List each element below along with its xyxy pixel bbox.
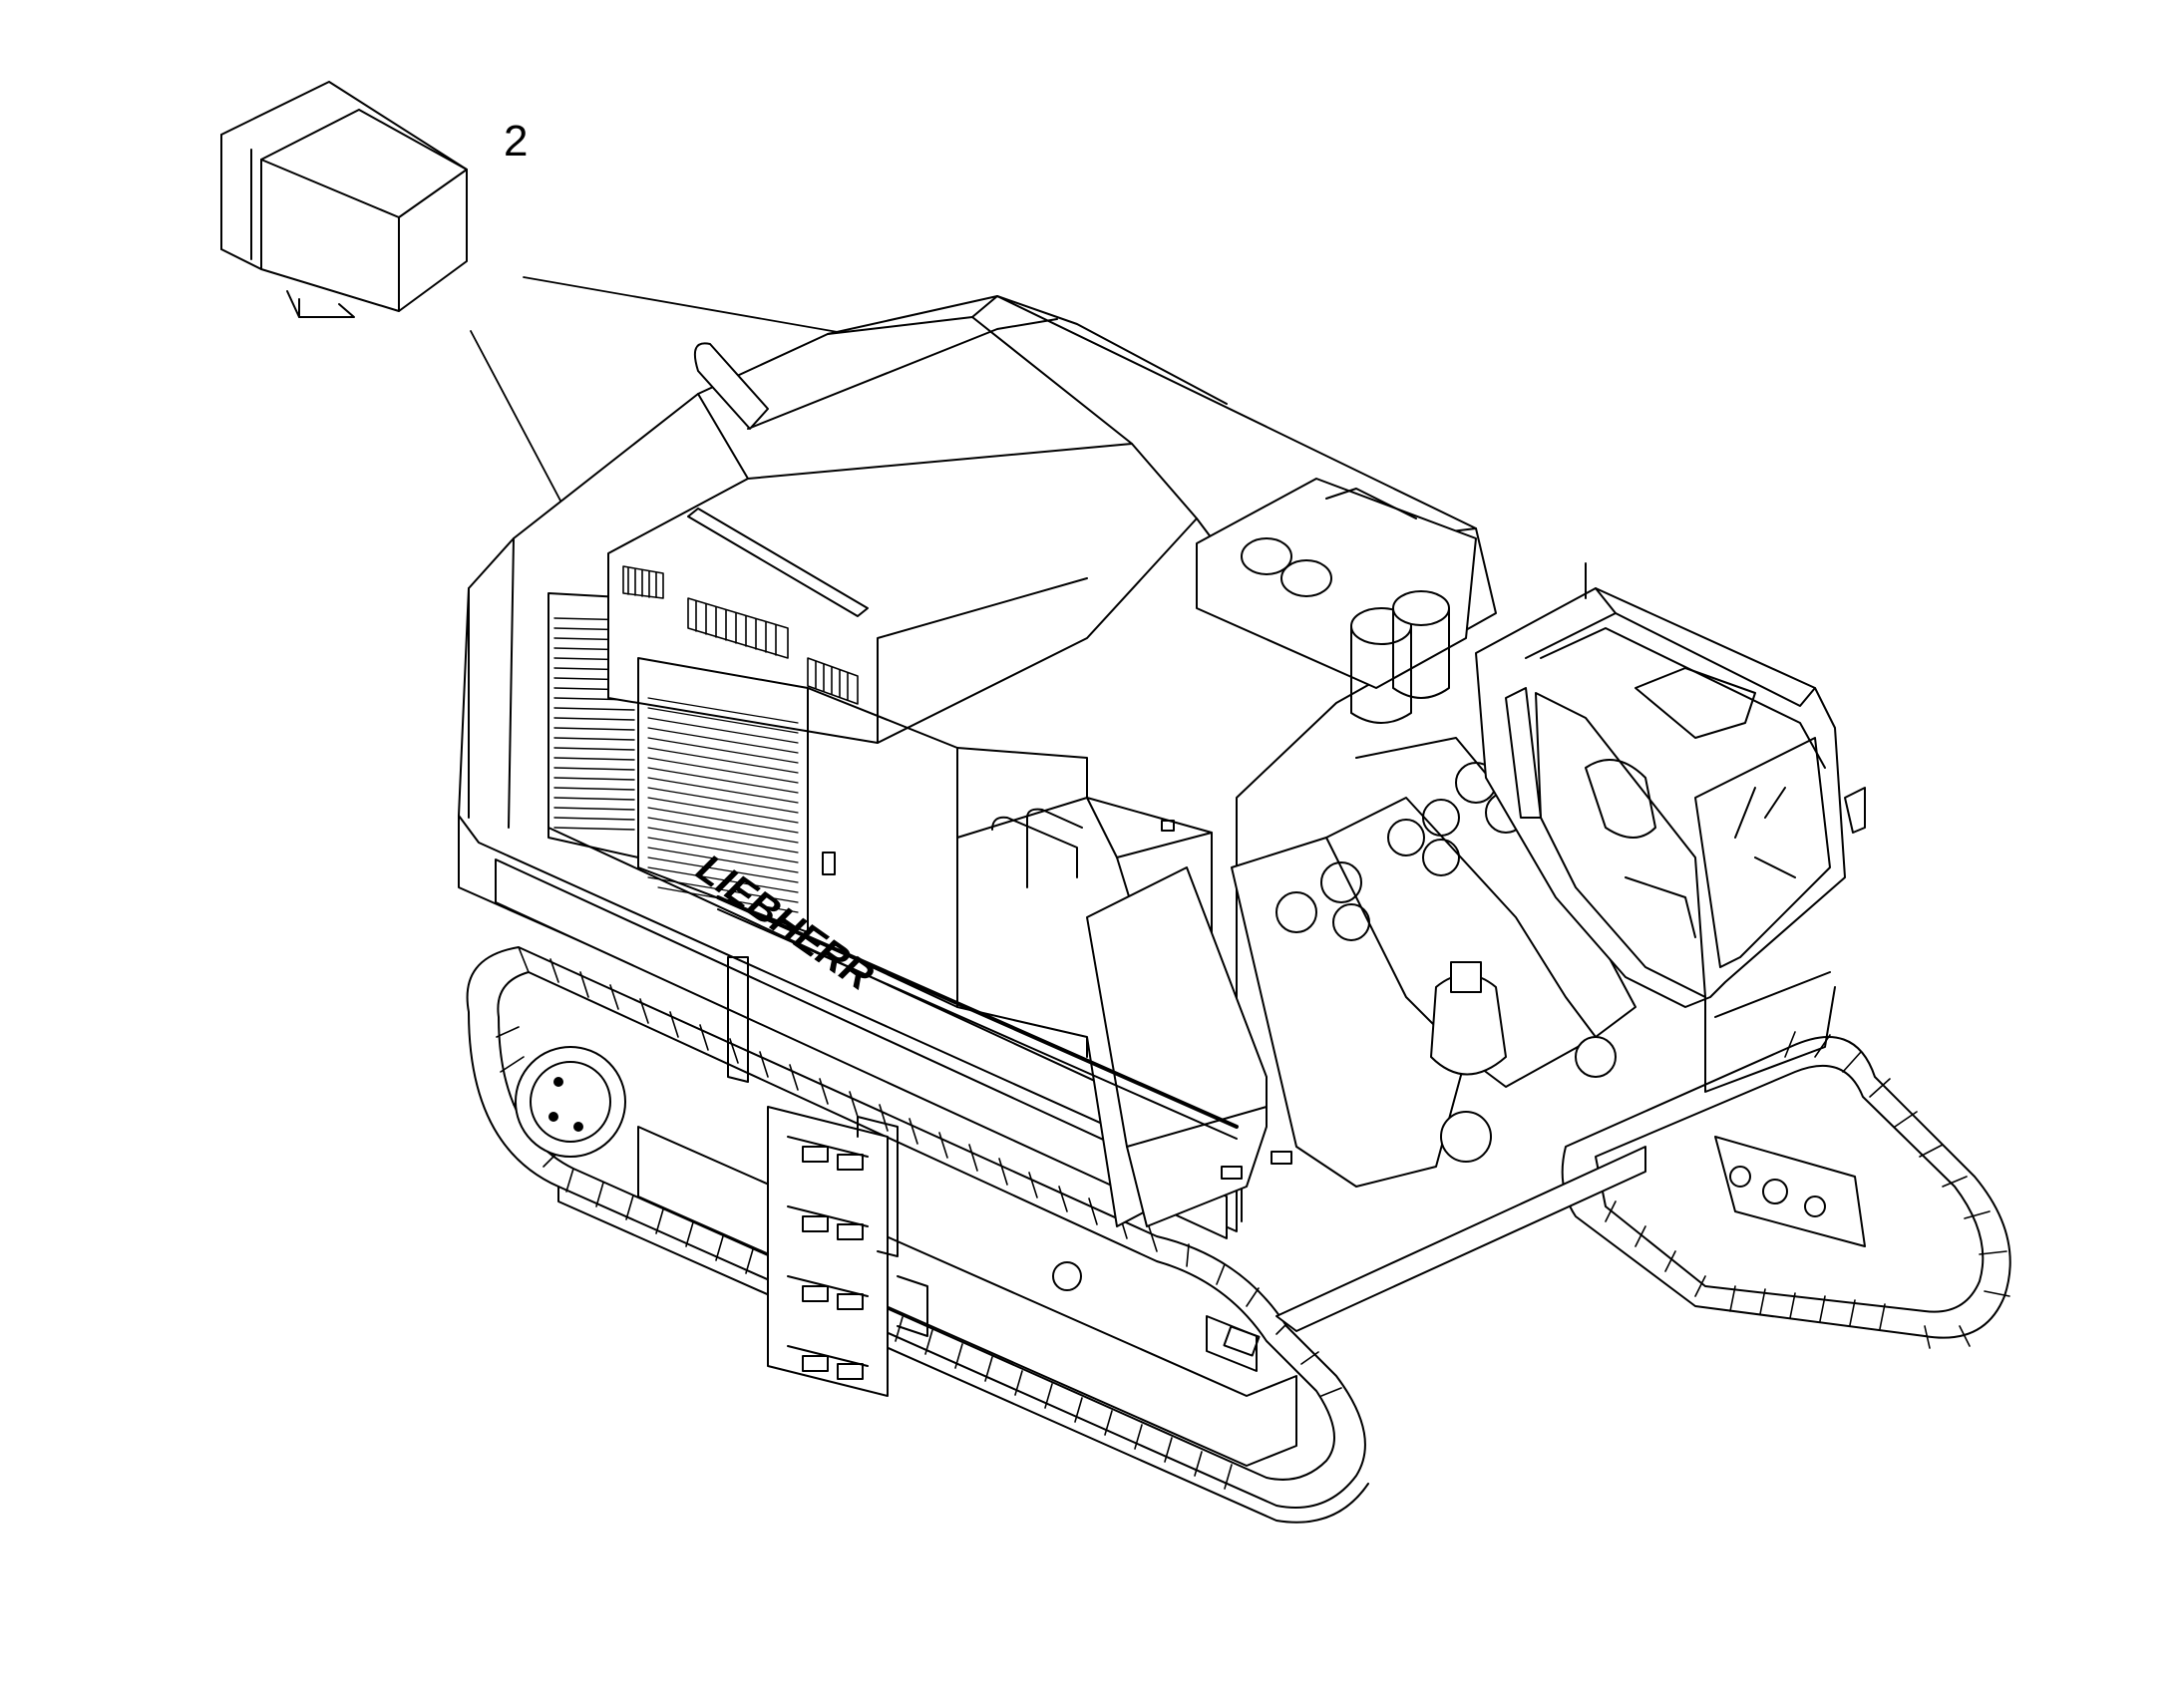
- operator-cab: [1476, 563, 1865, 1092]
- access-ladder: [728, 957, 1081, 1396]
- superstructure: LIEBHERR: [459, 296, 1496, 1238]
- callout-number-2: 2: [504, 117, 529, 166]
- work-light-part: [221, 82, 467, 317]
- side-grille: [648, 698, 798, 912]
- hood-vents: [623, 566, 858, 704]
- right-crawler-track: [1563, 1032, 2010, 1348]
- rear-grille: [554, 618, 634, 830]
- boom-foot: [1232, 738, 1635, 1187]
- track-grousers-right: [1606, 1032, 2009, 1348]
- carbody: [1276, 1147, 1645, 1331]
